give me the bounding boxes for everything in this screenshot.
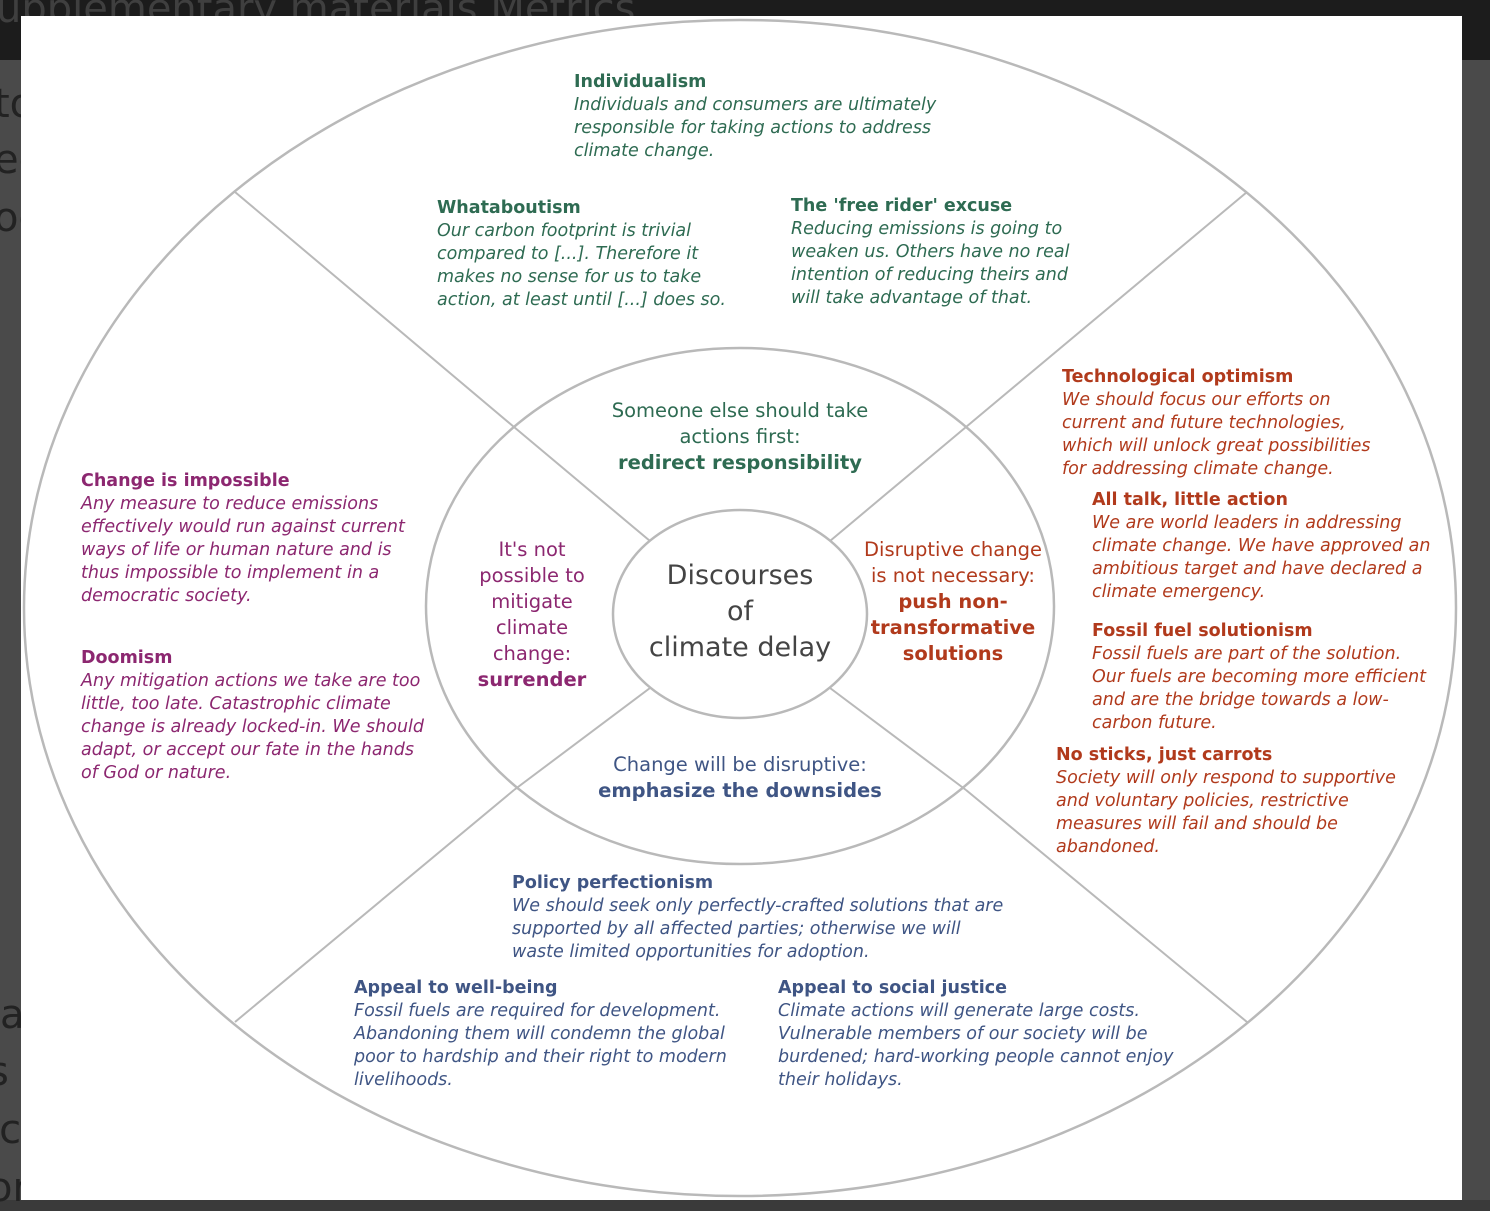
outer-ellipse — [22, 18, 1458, 1198]
discourse-all-talk: All talk, little action We are world lea… — [1092, 489, 1432, 604]
quadrant-key-text: emphasize the downsides — [598, 779, 882, 802]
discourse-title: No sticks, just carrots — [1056, 745, 1273, 765]
divider-bottom-right — [965, 789, 1248, 1023]
divider-top-right — [965, 191, 1248, 428]
quadrant-lead-text: Change will be disruptive: — [613, 753, 867, 776]
discourse-text: Fossil fuels are part of the solution. O… — [1092, 644, 1427, 733]
discourse-text: Any measure to reduce emissions effectiv… — [81, 494, 405, 606]
discourse-title: Technological optimism — [1062, 367, 1294, 387]
discourse-change-impossible: Change is impossible Any measure to redu… — [81, 470, 431, 608]
quadrant-key-text: redirect responsibility — [617, 451, 863, 474]
discourse-text: We are world leaders in addressing clima… — [1092, 513, 1431, 602]
divider-top-left — [234, 191, 515, 428]
discourse-free-rider: The 'free rider' excuse Reducing emissio… — [791, 195, 1096, 310]
inner-ellipse — [611, 508, 869, 720]
divider-bottom-left-inner — [513, 687, 651, 791]
background-text-fragment: a — [0, 992, 25, 1038]
discourse-policy-perfectionism: Policy perfectionism We should seek only… — [512, 872, 1012, 964]
center-title-line: Discourses — [666, 560, 814, 591]
quadrant-label-top: Someone else should take actions first: … — [585, 398, 895, 476]
discourse-title: Appeal to well-being — [354, 978, 558, 998]
quadrant-label-right: Disruptive change is not necessary: push… — [862, 537, 1044, 667]
quadrant-label-left: It's not possible to mitigate climate ch… — [460, 537, 604, 693]
middle-ellipse — [424, 346, 1056, 866]
discourse-title: The 'free rider' excuse — [791, 196, 1013, 216]
diagram-center-title: Discourses of climate delay — [614, 558, 866, 666]
divider-bottom-right-inner — [829, 687, 967, 791]
discourse-title: Appeal to social justice — [778, 978, 1008, 998]
quadrant-key-text: surrender — [477, 668, 587, 691]
quadrant-lead-text: It's not possible to mitigate climate ch… — [479, 538, 585, 665]
center-title-line: climate delay — [648, 632, 832, 663]
discourse-title: Policy perfectionism — [512, 873, 714, 893]
discourse-text: We should seek only perfectly-crafted so… — [512, 896, 1004, 962]
discourse-title: Individualism — [574, 72, 707, 92]
background-text-fragment: ic — [0, 1107, 22, 1153]
discourse-text: Climate actions will generate large cost… — [778, 1001, 1174, 1090]
divider-top-left-inner — [513, 426, 651, 542]
discourse-text: Any mitigation actions we take are too l… — [81, 671, 425, 783]
center-title-line: of — [726, 596, 754, 627]
discourse-appeal-social-justice: Appeal to social justice Climate actions… — [778, 977, 1178, 1092]
discourse-title: Doomism — [81, 648, 173, 668]
discourse-text: We should focus our efforts on current a… — [1062, 390, 1371, 479]
discourse-text: Reducing emissions is going to weaken us… — [791, 219, 1070, 308]
discourse-doomism: Doomism Any mitigation actions we take a… — [81, 647, 431, 785]
discourse-appeal-well-being: Appeal to well-being Fossil fuels are re… — [354, 977, 759, 1092]
discourse-title: All talk, little action — [1092, 490, 1288, 510]
background-text-fragment: s — [0, 1052, 9, 1092]
divider-top-right-inner — [829, 426, 967, 542]
discourse-title: Change is impossible — [81, 471, 290, 491]
discourse-title: Whataboutism — [437, 198, 581, 218]
divider-bottom-left — [234, 789, 515, 1023]
discourse-text: Society will only respond to supportive … — [1056, 768, 1396, 857]
discourse-text: Our carbon footprint is trivial compared… — [437, 221, 726, 310]
discourse-individualism: Individualism Individuals and consumers … — [574, 71, 974, 163]
discourse-text: Individuals and consumers are ultimately… — [574, 95, 937, 161]
discourse-fossil-fuel-solutionism: Fossil fuel solutionism Fossil fuels are… — [1092, 620, 1432, 735]
discourse-technological-optimism: Technological optimism We should focus o… — [1062, 366, 1397, 481]
quadrant-key-text: push non-transformative solutions — [870, 590, 1036, 665]
discourse-text: Fossil fuels are required for developmen… — [354, 1001, 727, 1090]
discourse-title: Fossil fuel solutionism — [1092, 621, 1313, 641]
discourse-whataboutism: Whataboutism Our carbon footprint is tri… — [437, 197, 759, 312]
quadrant-lead-text: Someone else should take actions first: — [611, 399, 869, 448]
quadrant-label-bottom: Change will be disruptive: emphasize the… — [570, 752, 910, 804]
discourse-no-sticks: No sticks, just carrots Society will onl… — [1056, 744, 1431, 859]
quadrant-lead-text: Disruptive change is not necessary: — [864, 538, 1042, 587]
